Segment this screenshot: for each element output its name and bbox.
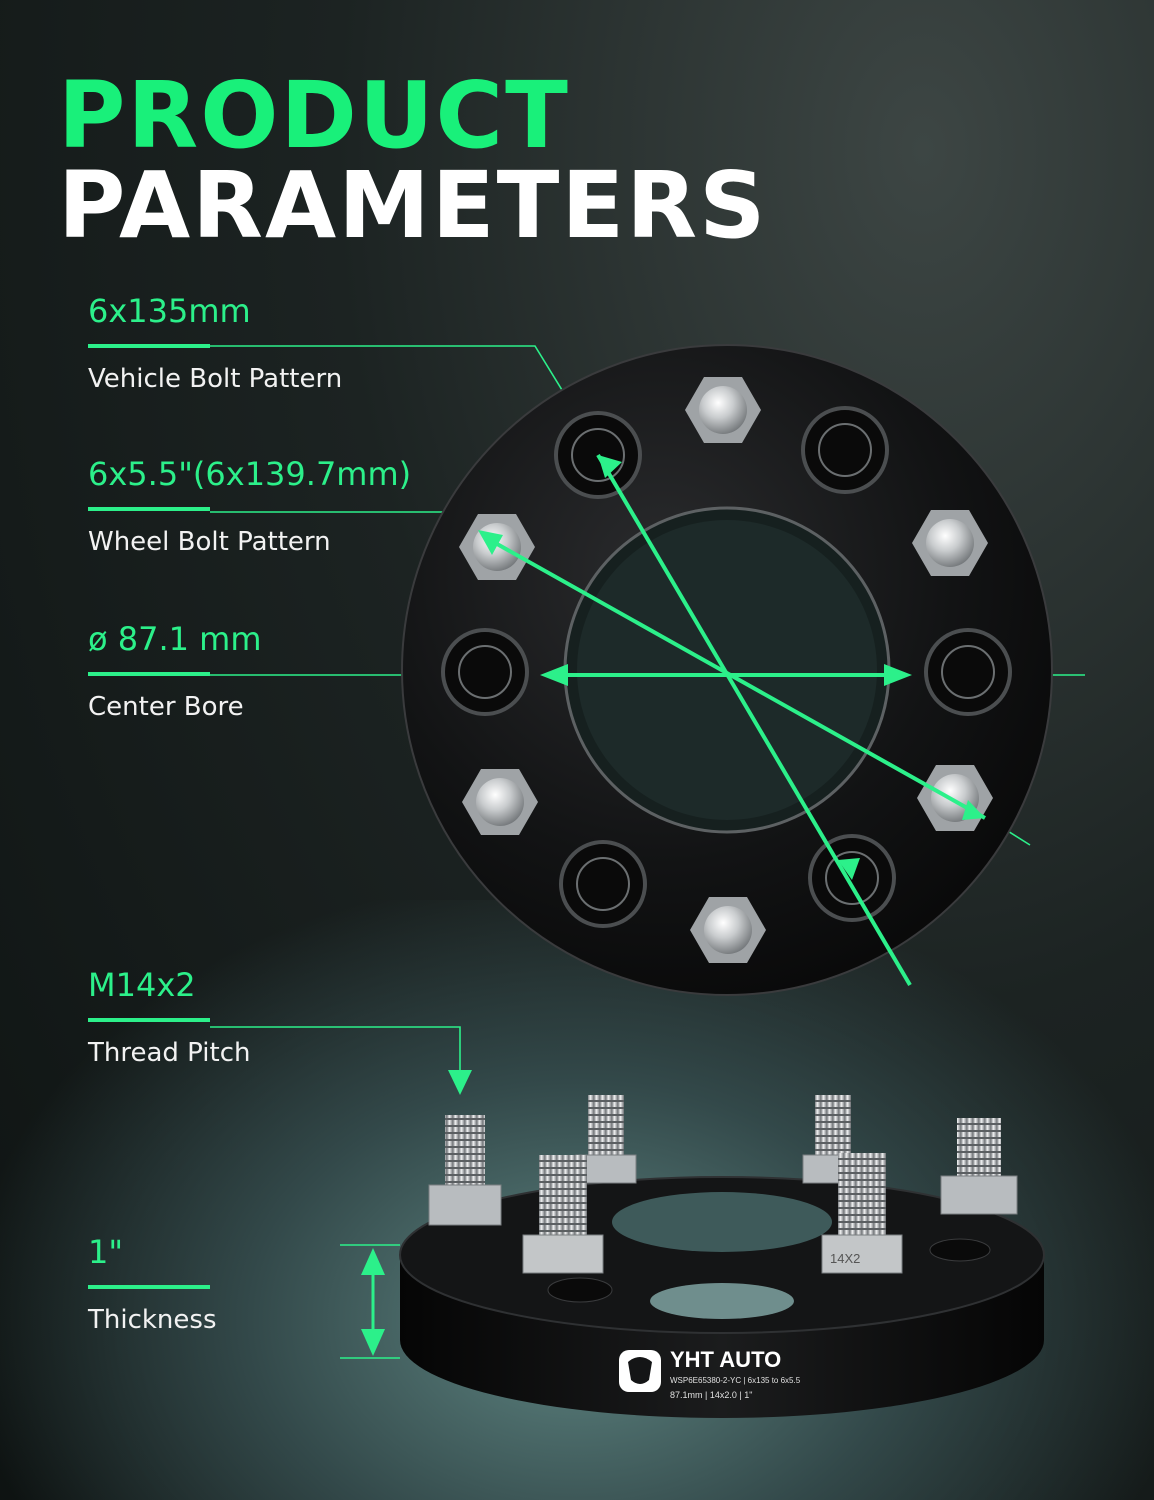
param-value: M14x2 [88, 966, 196, 1004]
param-label: Wheel Bolt Pattern [88, 527, 331, 557]
page-title-line1: PRODUCT [58, 62, 570, 169]
param-wheel-bolt-pattern: 6x5.5"(6x139.7mm) Wheel Bolt Pattern [88, 455, 411, 557]
brand-name: YHT AUTO [670, 1347, 781, 1372]
stud-marking: 14X2 [830, 1251, 860, 1266]
engraving-line2: 87.1mm | 14x2.0 | 1" [670, 1390, 752, 1400]
page-title-line2: PARAMETERS [58, 152, 768, 259]
param-label: Thickness [88, 1305, 217, 1335]
param-thread-pitch: M14x2 Thread Pitch [88, 966, 250, 1068]
param-value: 6x135mm [88, 292, 251, 330]
bolt-holes [441, 406, 1012, 928]
param-thickness: 1" Thickness [88, 1233, 217, 1335]
param-underline [88, 1285, 210, 1289]
param-underline [88, 507, 210, 511]
param-value: 1" [88, 1233, 124, 1271]
param-label: Vehicle Bolt Pattern [88, 364, 343, 394]
measure-arrows [478, 455, 985, 880]
param-value: ø 87.1 mm [88, 620, 262, 658]
param-underline [88, 344, 210, 348]
param-label: Thread Pitch [88, 1038, 251, 1068]
param-vehicle-bolt-pattern: 6x135mm Vehicle Bolt Pattern [88, 292, 342, 394]
spacer-top-view [401, 344, 1053, 996]
param-center-bore: ø 87.1 mm Center Bore [88, 620, 262, 722]
measure-lines [489, 453, 986, 987]
engraving-line1: WSP6E65380-2-YC | 6x135 to 6x5.5 [670, 1376, 801, 1385]
param-underline [88, 1018, 210, 1022]
wheel-studs: 14X2 [428, 1095, 1018, 1274]
thread-arrow [448, 1070, 472, 1095]
lug-nuts [459, 377, 993, 963]
spacer-side-view: 14X2 YHT AUTO WSP6E65380-2-YC | 6x135 to… [361, 1070, 1045, 1418]
brand-logo: YHT AUTO WSP6E65380-2-YC | 6x135 to 6x5.… [619, 1347, 801, 1400]
param-label: Center Bore [88, 692, 244, 722]
param-value: 6x5.5"(6x139.7mm) [88, 455, 412, 493]
param-underline [88, 672, 210, 676]
thickness-arrows [361, 1248, 385, 1356]
